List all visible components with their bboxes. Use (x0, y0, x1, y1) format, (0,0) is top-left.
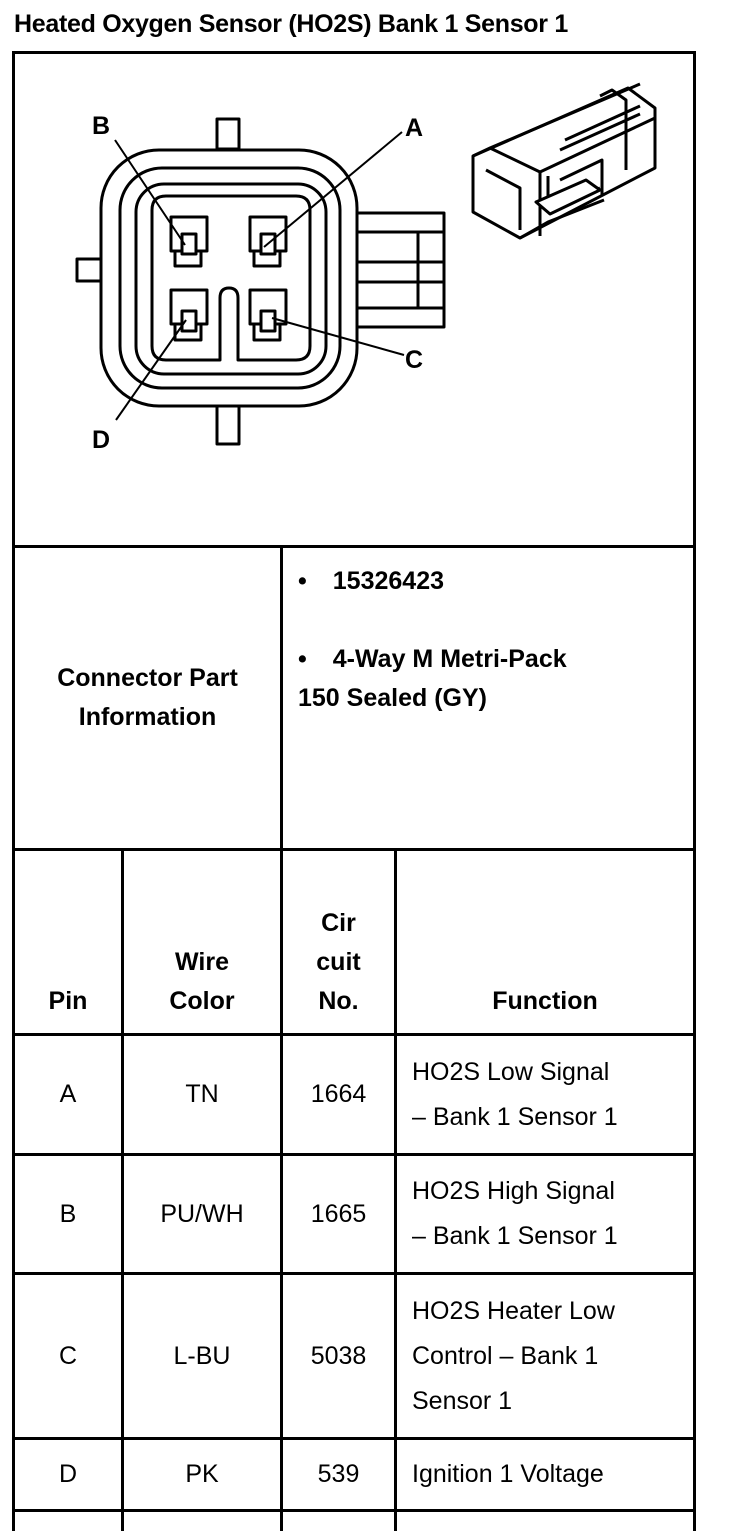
header-wire-color-line1: Wire (175, 948, 229, 976)
row-c-function: HO2S Heater Low Control – Bank 1 Sensor … (412, 1275, 692, 1437)
row-c-wire: L-BU (173, 1341, 231, 1370)
pin-label-d: D (92, 426, 110, 454)
divider-info-col (280, 545, 283, 1531)
connector-diagram: B A C D (75, 82, 657, 454)
connector-cavity (150, 194, 312, 362)
connector-info-values: • 15326423 • 4-Way M Metri-Pack 150 Sealed… (298, 562, 688, 718)
divider-header-bottom (12, 1033, 696, 1036)
row-d-wire: PK (185, 1460, 219, 1488)
connector-latch (346, 211, 446, 329)
row-b-circuit: 1665 (310, 1199, 367, 1228)
bullet: • (298, 645, 307, 673)
row-c-function-line1: HO2S Heater Low (412, 1296, 615, 1325)
row-a-pin: A (59, 1080, 77, 1108)
row-a-function: HO2S Low Signal – Bank 1 Sensor 1 (412, 1036, 692, 1153)
pin-label-b: B (92, 112, 110, 140)
connector-info-label-line2: Information (78, 703, 217, 731)
divider-pin-col (121, 848, 124, 1531)
divider-diagram-bottom (12, 545, 696, 548)
terminal-a (248, 215, 288, 268)
row-b-function-line1: HO2S High Signal (412, 1177, 615, 1205)
row-c-function-line2: Control – Bank 1 (412, 1341, 599, 1370)
header-pin: Pin (15, 851, 121, 1033)
description-item: • 4-Way M Metri-Pack (298, 640, 688, 679)
connector-info-label: Connector Part Information (15, 548, 280, 848)
connector-housing-outer (99, 148, 359, 408)
row-d-circuit: 539 (317, 1460, 360, 1488)
connector-info-label-line1: Connector Part (57, 664, 238, 692)
row-a-wire: TN (185, 1080, 219, 1108)
row-c-pin: C (58, 1341, 78, 1370)
terminal-d (169, 288, 209, 342)
pin-label-a: A (405, 114, 423, 142)
divider-row-b (12, 1272, 696, 1275)
bullet: • (298, 567, 307, 595)
header-wire-color: Wire Color (124, 851, 280, 1033)
row-d-pin: D (58, 1460, 78, 1488)
pin-label-c: C (405, 346, 423, 374)
terminal-b (169, 215, 209, 268)
terminal-c (248, 288, 288, 342)
header-circuit: Cir cuit No. (283, 851, 394, 1033)
page-title: Heated Oxygen Sensor (HO2S) Bank 1 Senso… (14, 10, 568, 38)
header-circuit-line1: Cir (321, 909, 356, 937)
divider-circuit-col (394, 848, 397, 1531)
header-pin-text: Pin (48, 987, 88, 1015)
row-d-function-line1: Ignition 1 Voltage (412, 1460, 604, 1488)
header-function: Function (397, 851, 693, 1033)
divider-row-c (12, 1437, 696, 1440)
connector-3d-view (471, 82, 657, 240)
row-c-function-line3: Sensor 1 (412, 1386, 513, 1415)
row-a-function-line2: – Bank 1 Sensor 1 (412, 1102, 618, 1131)
header-function-text: Function (492, 987, 598, 1015)
divider-row-d (12, 1509, 696, 1512)
connector-table-frame (12, 51, 696, 1531)
header-wire-color-line2: Color (169, 987, 235, 1015)
row-b-function: HO2S High Signal – Bank 1 Sensor 1 (412, 1156, 692, 1272)
row-a-function-line1: HO2S Low Signal (412, 1057, 610, 1086)
part-number: 15326423 (332, 567, 444, 595)
row-c-circuit: 5038 (310, 1341, 367, 1370)
header-circuit-line3: No. (318, 987, 359, 1015)
header-circuit-line2: cuit (316, 948, 361, 976)
row-b-wire: PU/WH (160, 1199, 244, 1228)
connector-description-line2: 150 Sealed (GY) (298, 684, 487, 712)
connector-top-tab (215, 117, 241, 151)
row-d-function: Ignition 1 Voltage (412, 1440, 692, 1509)
row-b-function-line2: – Bank 1 Sensor 1 (412, 1222, 618, 1250)
part-number-item: • 15326423 (298, 562, 688, 601)
divider-row-a (12, 1153, 696, 1156)
row-b-pin: B (59, 1199, 77, 1228)
row-a-circuit: 1664 (310, 1080, 367, 1108)
connector-description-line1: 4-Way M Metri-Pack (332, 645, 567, 673)
divider-info-bottom (12, 848, 696, 851)
